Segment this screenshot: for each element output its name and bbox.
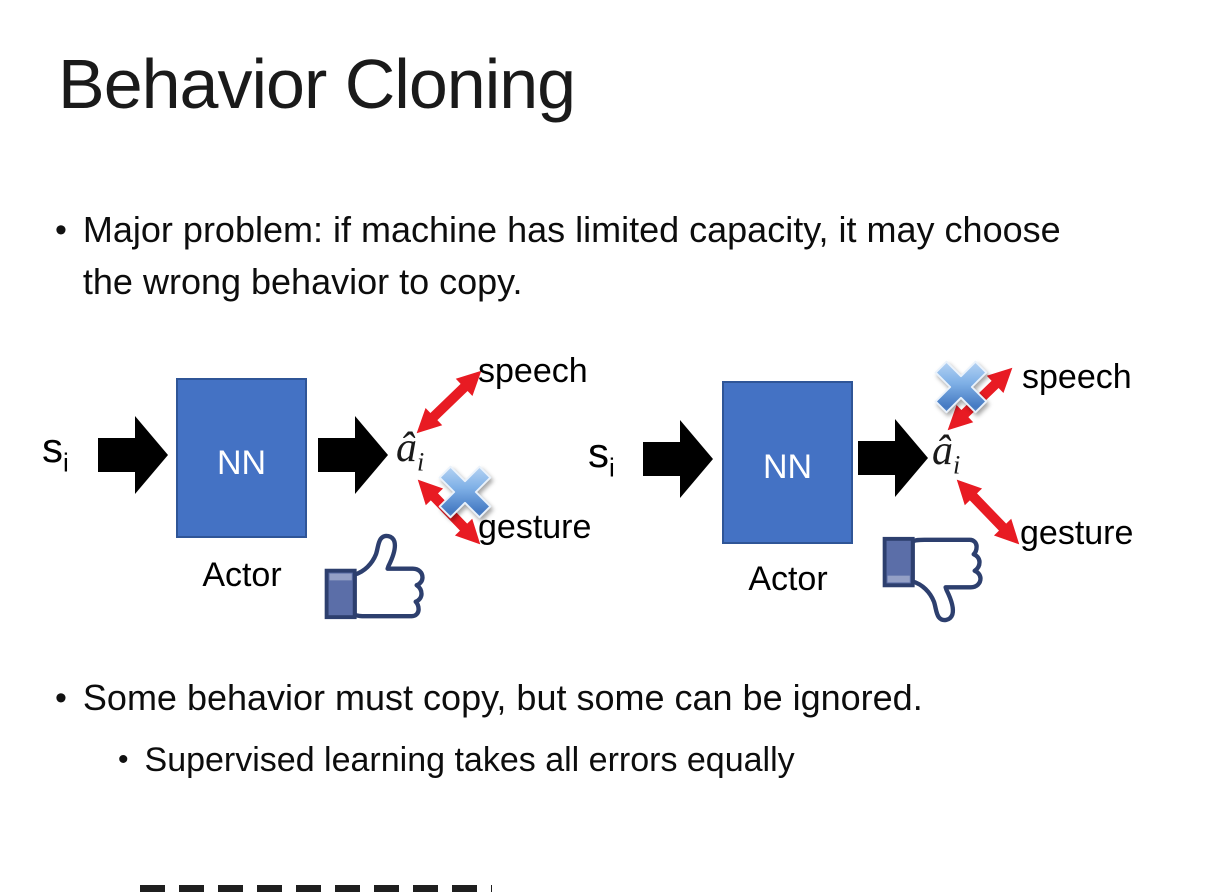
nn-label: NN xyxy=(216,443,267,482)
input-arrow-icon xyxy=(643,420,713,498)
actor-label: Actor xyxy=(748,560,828,598)
gesture-label: gesture xyxy=(1020,514,1134,552)
bottom-cut-off-content xyxy=(140,885,492,892)
bullet-glyph: • xyxy=(55,211,67,249)
bullet-text: Major problem: if machine has limited ca… xyxy=(82,209,1061,302)
cross-out-icon xyxy=(929,355,993,419)
speech-label: speech xyxy=(478,352,588,390)
input-state-label: si xyxy=(42,424,69,478)
bullet-glyph: • xyxy=(55,679,67,717)
input-state-label: si xyxy=(588,429,615,483)
actor-label: Actor xyxy=(202,556,282,594)
output-arrow-icon xyxy=(858,419,928,497)
bullet-major-problem: • Major problem: if machine has limited … xyxy=(55,204,1075,308)
output-action-label: âi xyxy=(932,428,961,480)
speech-label: speech xyxy=(1022,358,1132,396)
slide-title: Behavior Cloning xyxy=(58,45,576,123)
nn-box: NN xyxy=(722,381,853,544)
bullet-text: Supervised learning takes all errors equ… xyxy=(144,741,795,779)
sub-bullet-supervised: • Supervised learning takes all errors e… xyxy=(118,736,1118,784)
bullet-glyph: • xyxy=(118,743,129,776)
bullet-text: Some behavior must copy, but some can be… xyxy=(82,677,923,718)
nn-box: NN xyxy=(176,378,307,538)
thumbs-up-icon xyxy=(320,530,432,622)
nn-label: NN xyxy=(762,448,813,486)
bullet-some-behavior: • Some behavior must copy, but some can … xyxy=(55,672,1155,724)
thumbs-down-icon xyxy=(878,534,990,626)
output-arrow-icon xyxy=(318,416,388,494)
gesture-label: gesture xyxy=(478,508,592,546)
output-action-label: âi xyxy=(396,425,425,477)
input-arrow-icon xyxy=(98,416,168,494)
